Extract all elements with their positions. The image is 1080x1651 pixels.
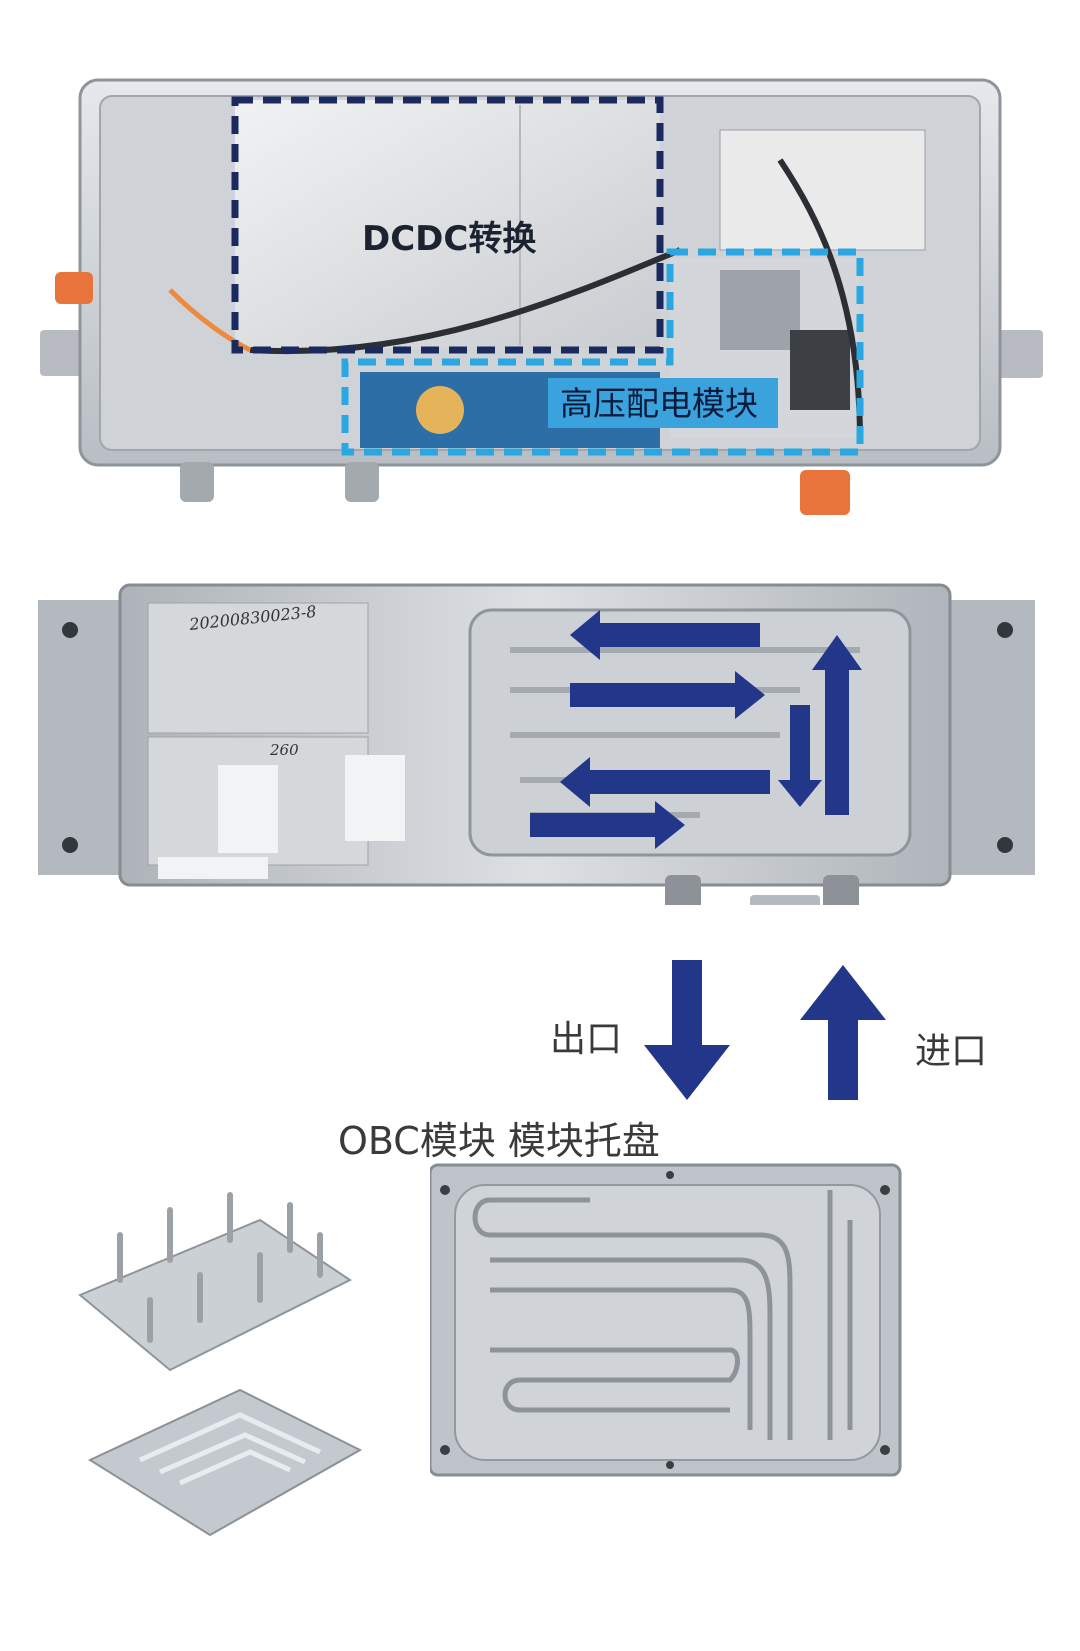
dcdc-label: DCDC转换 (362, 219, 537, 259)
tray-photo (38, 583, 1035, 905)
obc-tray-caption: OBC模块 模块托盘 (338, 1119, 660, 1163)
handwritten-serial: 20200830023-8 (187, 605, 317, 634)
outlet-label: 出口 (550, 1019, 623, 1060)
handwritten-number: 260 (269, 741, 299, 759)
hv-distribution-label: 高压配电模块 (560, 384, 758, 423)
housing-top-photo (40, 78, 1043, 515)
handwriting-marks: 20200830023-8 260 (187, 605, 317, 759)
tray-angled-photos (78, 1192, 363, 1537)
outlet-arrow (644, 960, 730, 1100)
cooling-plate-photo (430, 1163, 902, 1477)
flow-direction-arrows (644, 960, 886, 1100)
inlet-label: 进口 (915, 1031, 988, 1072)
inlet-arrow (800, 965, 886, 1100)
